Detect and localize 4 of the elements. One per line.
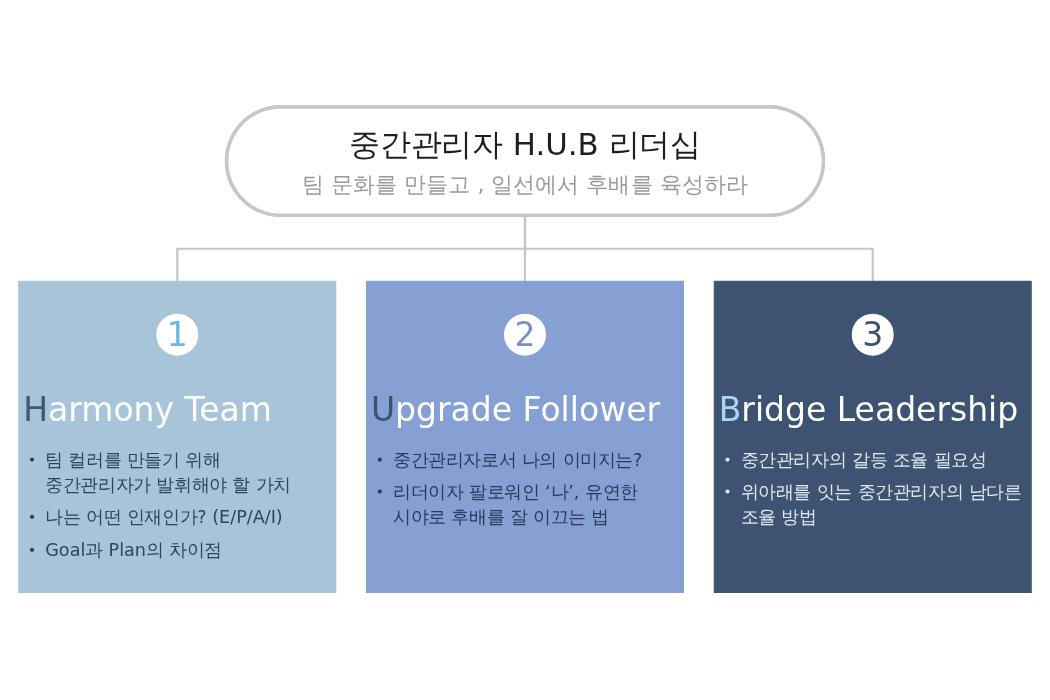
connector [523,215,874,282]
node-circle: 3 [851,314,894,356]
node-circle: 2 [504,314,546,356]
node-circle: 1 [156,314,199,356]
